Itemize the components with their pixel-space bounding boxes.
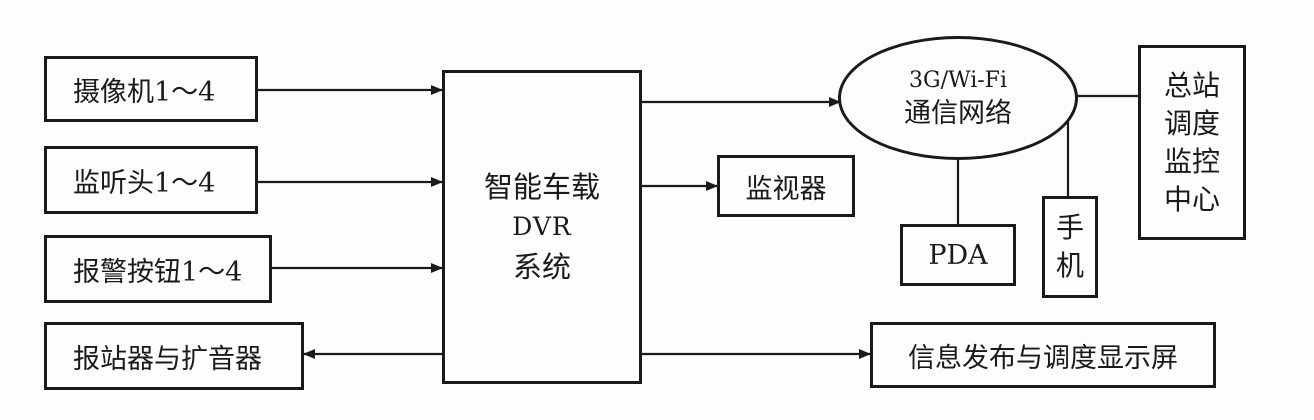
camera-box: 摄像机1～4 — [44, 56, 258, 122]
announcer-box: 报站器与扩音器 — [44, 322, 304, 390]
info-display-label: 信息发布与调度显示屏 — [908, 342, 1178, 374]
alarm-button-label: 报警按钮1～4 — [73, 256, 243, 288]
network-line2: 通信网络 — [904, 98, 1012, 129]
control-center-box: 总站 调度 监控 中心 — [1138, 45, 1246, 240]
microphone-label: 监听头1～4 — [73, 167, 216, 199]
dvr-line1: 智能车载 — [483, 170, 600, 204]
monitor-label: 监视器 — [745, 173, 827, 205]
info-display-box: 信息发布与调度显示屏 — [870, 322, 1216, 388]
network-line1: 3G/Wi-Fi — [909, 68, 1007, 93]
dvr-system-box: 智能车载 DVR 系统 — [442, 70, 642, 384]
camera-label: 摄像机1～4 — [73, 76, 216, 108]
announcer-label: 报站器与扩音器 — [73, 343, 262, 375]
center-line3: 监控 — [1163, 144, 1220, 178]
monitor-box: 监视器 — [717, 155, 855, 217]
center-line2: 调度 — [1163, 106, 1220, 140]
network-ellipse: 3G/Wi-Fi 通信网络 — [838, 36, 1078, 160]
phone-line2: 机 — [1055, 249, 1084, 282]
microphone-box: 监听头1～4 — [44, 146, 258, 214]
pda-label: PDA — [928, 239, 988, 271]
phone-box: 手 机 — [1042, 196, 1098, 298]
pda-box: PDA — [900, 224, 1016, 286]
alarm-button-box: 报警按钮1～4 — [44, 235, 272, 303]
center-line1: 总站 — [1163, 68, 1220, 102]
phone-line1: 手 — [1055, 211, 1084, 244]
center-line4: 中心 — [1163, 182, 1220, 216]
dvr-line2: DVR — [512, 212, 572, 241]
dvr-line3: 系统 — [512, 250, 571, 284]
